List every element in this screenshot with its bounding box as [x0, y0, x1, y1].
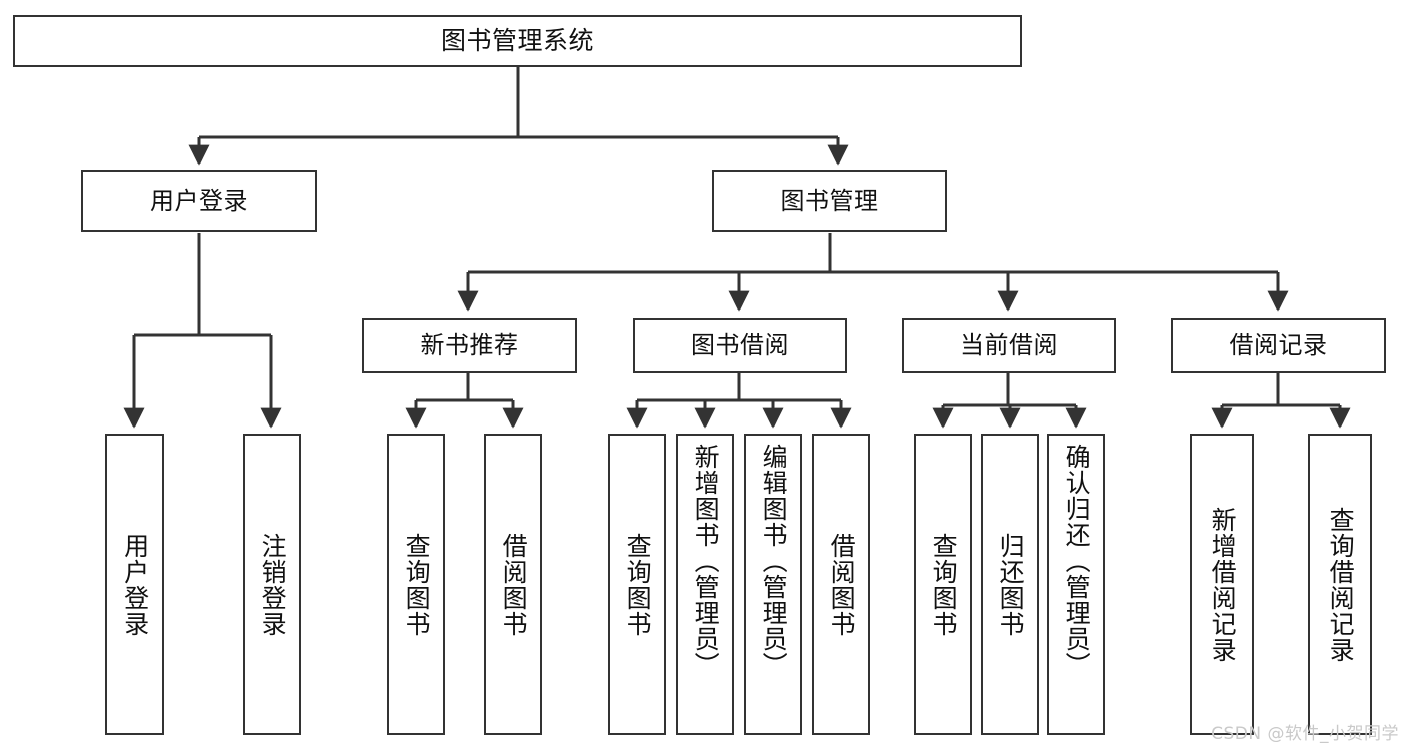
node-leaf-confirm-return[interactable]: 确认归还（管理员） — [1047, 434, 1105, 735]
node-leaf-add-book[interactable]: 新增图书（管理员） — [676, 434, 734, 735]
node-book-borrow[interactable]: 图书借阅 — [633, 318, 847, 373]
node-leaf-borrow-book-1[interactable]: 借阅图书 — [484, 434, 542, 735]
node-leaf-query-book-2[interactable]: 查询图书 — [608, 434, 666, 735]
node-leaf-user-login[interactable]: 用户登录 — [105, 434, 164, 735]
node-leaf-logout-login[interactable]: 注销登录 — [243, 434, 301, 735]
csdn-watermark: CSDN @软件_小贺同学 — [1211, 724, 1399, 744]
node-leaf-query-record[interactable]: 查询借阅记录 — [1308, 434, 1372, 735]
node-leaf-borrow-book-2[interactable]: 借阅图书 — [812, 434, 870, 735]
node-user-login-label: 用户登录 — [150, 186, 248, 215]
node-leaf-return-book[interactable]: 归还图书 — [981, 434, 1039, 735]
node-leaf-query-book-3[interactable]: 查询图书 — [914, 434, 972, 735]
node-leaf-user-login-label: 用户登录 — [120, 532, 150, 637]
node-borrow-record-label: 借阅记录 — [1229, 331, 1328, 360]
node-leaf-confirm-return-label: 确认归还（管理员） — [1062, 444, 1092, 678]
node-leaf-query-book-1[interactable]: 查询图书 — [387, 434, 445, 735]
node-leaf-borrow-book-1-label: 借阅图书 — [499, 532, 529, 637]
node-leaf-query-record-label: 查询借阅记录 — [1326, 506, 1356, 663]
node-leaf-edit-book[interactable]: 编辑图书（管理员） — [744, 434, 802, 735]
node-new-book-recommend-label: 新书推荐 — [420, 331, 519, 360]
node-current-borrow-label: 当前借阅 — [960, 331, 1058, 360]
node-new-book-recommend[interactable]: 新书推荐 — [362, 318, 577, 373]
node-root-system[interactable]: 图书管理系统 — [13, 15, 1022, 67]
node-leaf-query-book-3-label: 查询图书 — [929, 532, 959, 637]
node-leaf-add-record[interactable]: 新增借阅记录 — [1190, 434, 1254, 735]
node-leaf-borrow-book-2-label: 借阅图书 — [827, 532, 857, 637]
node-leaf-logout-login-label: 注销登录 — [258, 532, 288, 637]
node-borrow-record[interactable]: 借阅记录 — [1171, 318, 1386, 373]
node-book-management-label: 图书管理 — [780, 186, 879, 215]
node-book-borrow-label: 图书借阅 — [691, 331, 789, 360]
node-book-management[interactable]: 图书管理 — [712, 170, 947, 232]
node-leaf-return-book-label: 归还图书 — [996, 532, 1026, 637]
node-leaf-add-book-label: 新增图书（管理员） — [691, 444, 721, 678]
node-user-login[interactable]: 用户登录 — [81, 170, 317, 232]
node-current-borrow[interactable]: 当前借阅 — [902, 318, 1116, 373]
node-leaf-query-book-1-label: 查询图书 — [402, 532, 432, 637]
node-root-system-label: 图书管理系统 — [440, 26, 594, 56]
node-leaf-edit-book-label: 编辑图书（管理员） — [759, 444, 789, 678]
node-leaf-add-record-label: 新增借阅记录 — [1208, 506, 1238, 663]
node-leaf-query-book-2-label: 查询图书 — [623, 532, 653, 637]
